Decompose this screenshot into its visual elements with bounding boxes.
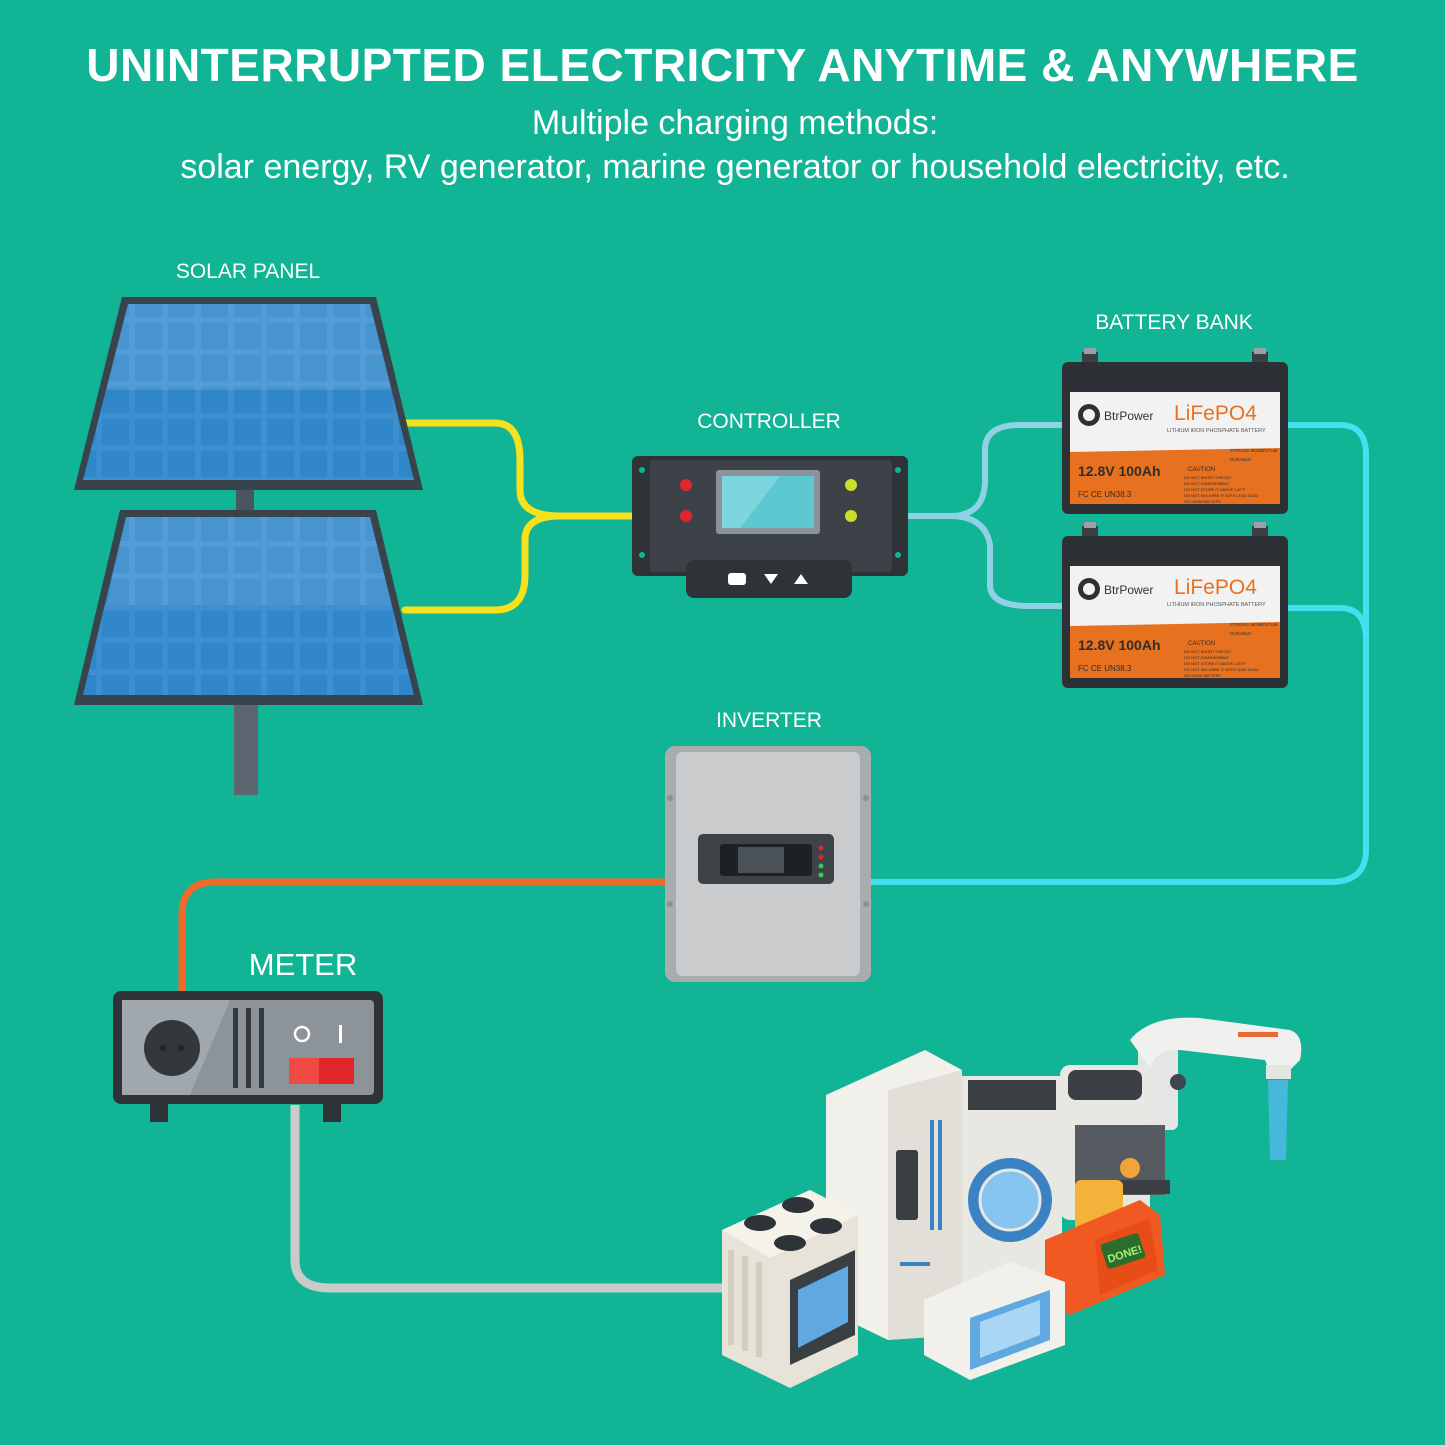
solar-wires xyxy=(401,419,644,614)
battery-wires xyxy=(867,422,1369,885)
controller-led-red-2 xyxy=(680,510,692,522)
battery-caution-3: DO NOT STORE IT ABOVE 140°F xyxy=(1184,487,1246,492)
solar-panel xyxy=(74,297,423,795)
page-title: UNINTERRUPTED ELECTRICITY ANYTIME & ANYW… xyxy=(86,39,1359,91)
battery-to-inverter-wire xyxy=(867,422,1369,885)
label-controller: CONTROLLER xyxy=(697,410,841,433)
label-meter: METER xyxy=(248,947,358,982)
stove-oven-icon xyxy=(722,1190,858,1388)
battery-chemistry: LiFePO4 xyxy=(1174,402,1257,425)
battery-spec: 12.8V 100Ah xyxy=(1078,637,1161,653)
controller-led-red-1 xyxy=(680,479,692,491)
battery-feature-2: DURABLE xyxy=(1230,457,1251,462)
controller-up-arrow-icon xyxy=(794,574,808,584)
battery-caution-1: DO NOT SHORT CIRCUIT xyxy=(1184,475,1232,480)
household-appliances: DONE! xyxy=(722,1017,1302,1388)
battery-feature-2: DURABLE xyxy=(1230,631,1251,636)
microwave-icon xyxy=(924,1262,1065,1380)
charge-controller xyxy=(632,456,908,598)
battery-brand: BtrPower xyxy=(1104,583,1153,597)
battery-caution-title: CAUTION xyxy=(1188,467,1215,473)
battery-chemistry: LiFePO4 xyxy=(1174,576,1257,599)
battery-caution-4: DO NOT MIX-WIRE IT WITH LEAD ACID/ xyxy=(1184,667,1259,672)
inverter xyxy=(665,746,871,982)
battery2-link-wire xyxy=(1277,605,1369,643)
controller-to-battery2-wire xyxy=(947,513,1073,609)
toaster-icon: DONE! xyxy=(1045,1180,1165,1315)
battery-tagline: LITHIUM IRON PHOSPHATE BATTERY xyxy=(1167,602,1266,608)
meter-socket xyxy=(144,1020,200,1076)
meter-box xyxy=(113,991,383,1122)
battery-caution-2: DO NOT DISASSEMBLE xyxy=(1184,655,1229,660)
subtitle-line-2: solar energy, RV generator, marine gener… xyxy=(180,148,1290,186)
battery-2: BtrPower LiFePO4 LITHIUM IRON PHOSPHATE … xyxy=(1062,522,1288,688)
battery-tagline: LITHIUM IRON PHOSPHATE BATTERY xyxy=(1167,428,1266,434)
meter-off-icon xyxy=(293,1025,311,1043)
battery-certs: FC CE UN38.3 xyxy=(1078,490,1132,499)
solar-pole xyxy=(234,700,258,795)
label-solar-panel: SOLAR PANEL xyxy=(175,260,321,283)
controller-led-green-2 xyxy=(845,510,857,522)
subtitle-line-1: Multiple charging methods: xyxy=(531,104,939,142)
battery-caution-1: DO NOT SHORT CIRCUIT xyxy=(1184,649,1232,654)
refrigerator-icon xyxy=(826,1050,962,1340)
label-battery-bank: BATTERY BANK xyxy=(1095,311,1253,334)
inverter-to-meter-wire xyxy=(178,878,665,995)
battery-brand: BtrPower xyxy=(1104,409,1153,423)
meter-to-appliances-wire xyxy=(290,1105,740,1293)
battery-feature-1: STRONG MOMENTUM xyxy=(1230,448,1278,453)
battery-feature-1: STRONG MOMENTUM xyxy=(1230,622,1278,627)
controller-to-battery-wire xyxy=(897,422,1073,519)
controller-led-green-1 xyxy=(845,479,857,491)
battery-caution-2: DO NOT DISASSEMBLE xyxy=(1184,481,1229,486)
battery-caution-5: GEL/AGM BATTERY xyxy=(1184,673,1222,678)
battery-1: BtrPower LiFePO4 LITHIUM IRON PHOSPHATE … xyxy=(1062,348,1288,514)
battery-spec: 12.8V 100Ah xyxy=(1078,463,1161,479)
battery-caution-4: DO NOT MIX-WIRE IT WITH LEAD ACID/ xyxy=(1184,493,1259,498)
controller-down-arrow-icon xyxy=(764,574,778,584)
battery-caution-title: CAUTION xyxy=(1188,641,1215,647)
solar-wire-top xyxy=(401,419,644,520)
solar-wire-bottom xyxy=(401,512,564,614)
controller-menu-button xyxy=(728,573,746,585)
meter-on-icon xyxy=(339,1025,342,1043)
label-inverter: INVERTER xyxy=(716,709,822,732)
battery-caution-5: GEL/AGM BATTERY xyxy=(1184,499,1222,504)
battery-certs: FC CE UN38.3 xyxy=(1078,664,1132,673)
battery-caution-3: DO NOT STORE IT ABOVE 140°F xyxy=(1184,661,1246,666)
